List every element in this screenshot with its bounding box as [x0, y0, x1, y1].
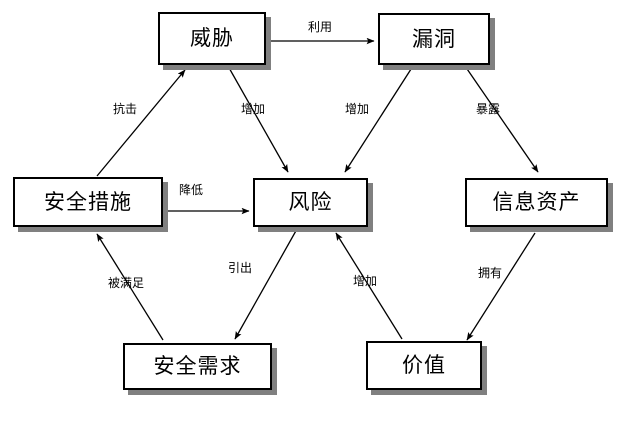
- node-risk[interactable]: 风险: [253, 178, 368, 227]
- edge-label-expose: 暴露: [476, 102, 501, 116]
- edge-vulnerability-exposes-asset: [464, 65, 539, 173]
- node-label-information-asset: 信息资产: [492, 190, 581, 214]
- edge-label-exploit: 利用: [308, 20, 333, 34]
- node-label-vulnerability: 漏洞: [412, 26, 456, 51]
- node-information-asset[interactable]: 信息资产: [465, 178, 608, 227]
- node-label-security-measure: 安全措施: [44, 189, 132, 214]
- node-threat[interactable]: 威胁: [158, 12, 266, 65]
- node-value[interactable]: 价值: [366, 341, 482, 390]
- edge-asset-owns-value: [466, 232, 536, 341]
- edge-vulnerability-increases-risk: [344, 65, 414, 173]
- edge-label-satisfied: 被满足: [108, 276, 145, 290]
- node-vulnerability[interactable]: 漏洞: [378, 13, 490, 65]
- node-label-value: 价值: [402, 353, 446, 377]
- edge-label-counter: 抗击: [113, 102, 138, 116]
- edge-requirement-satisfies-measure: [96, 233, 164, 341]
- edge-label-increase-threat-risk: 增加: [241, 102, 266, 116]
- node-label-risk: 风险: [288, 190, 333, 214]
- node-label-threat: 威胁: [190, 26, 234, 50]
- edge-risk-derives-requirement: [234, 228, 298, 340]
- node-label-security-requirement: 安全需求: [153, 354, 242, 378]
- node-security-measure[interactable]: 安全措施: [13, 177, 163, 227]
- edge-label-reduce: 降低: [179, 183, 204, 197]
- edge-label-increase-vuln-risk: 增加: [345, 102, 370, 116]
- edge-measure-counters-threat: [96, 69, 186, 177]
- edge-label-own: 拥有: [478, 266, 503, 280]
- edge-value-increases-risk: [335, 232, 403, 340]
- edge-threat-increases-risk: [227, 65, 289, 173]
- node-security-requirement[interactable]: 安全需求: [123, 343, 272, 390]
- edge-label-increase-value-risk: 增加: [353, 274, 378, 288]
- edge-label-derive: 引出: [228, 261, 253, 275]
